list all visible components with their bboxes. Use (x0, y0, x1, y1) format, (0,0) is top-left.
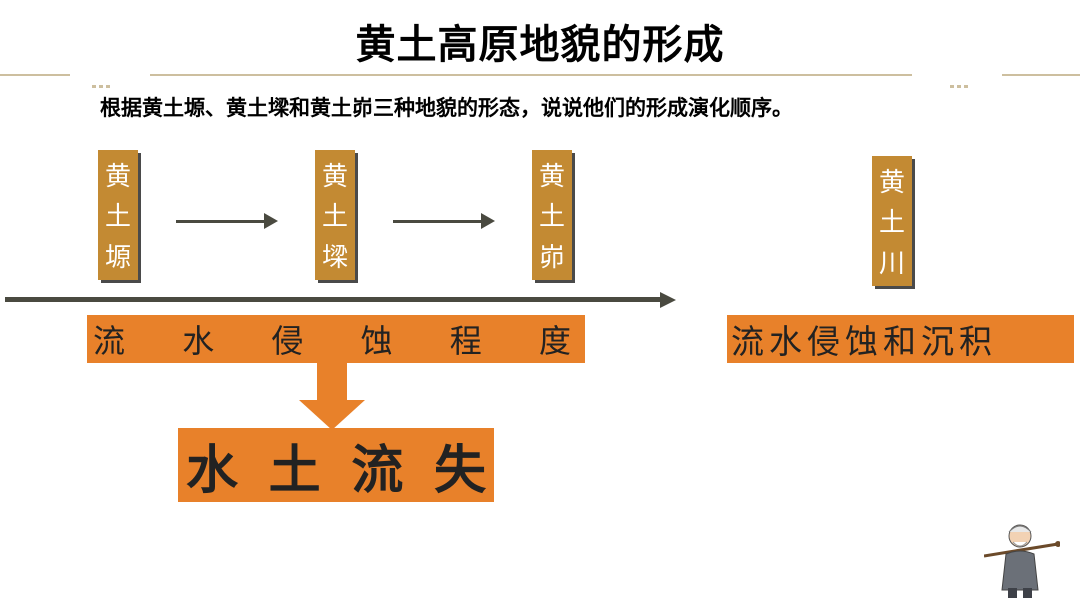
landform-char: 塬 (104, 243, 131, 274)
landform-char: 土 (878, 208, 905, 239)
label-char: 水 (182, 322, 215, 360)
question-text: 根据黄土塬、黄土墚和黄土峁三种地貌的形态，说说他们的形成演化顺序。 (100, 96, 793, 120)
landform-box-liang: 黄 土 墚 (315, 150, 355, 280)
landform-char: 黄 (104, 161, 131, 192)
landform-char: 黄 (538, 161, 565, 192)
landform-char: 峁 (538, 243, 565, 274)
landform-char: 土 (321, 202, 348, 233)
landform-char: 土 (104, 202, 131, 233)
label-char: 失 (433, 440, 486, 501)
landform-char: 黄 (321, 161, 348, 192)
label-char: 流 (351, 440, 404, 501)
landform-box-mao: 黄 土 峁 (532, 150, 572, 280)
title-rule-middle (150, 74, 912, 76)
erosion-deposition-label: 流水侵蚀和沉积 (727, 315, 1074, 363)
landform-char: 墚 (321, 243, 348, 274)
arrow-liang-to-mao-shaft (393, 220, 483, 223)
title-rule-dots-left (92, 73, 113, 88)
landform-char: 黄 (878, 167, 905, 198)
arrow-liang-to-mao-head (481, 213, 495, 229)
down-arrow-icon (299, 362, 365, 430)
label-char: 程 (449, 322, 482, 360)
landform-char: 川 (878, 249, 905, 280)
label-char: 侵 (271, 322, 304, 360)
landform-char: 土 (538, 202, 565, 233)
title-rule-dots-right (950, 73, 971, 88)
old-man-illustration (984, 524, 1060, 598)
label-char: 水 (186, 440, 239, 501)
label-char: 流 (93, 322, 126, 360)
soil-erosion-label: 水 土 流 失 (178, 428, 494, 502)
label-char: 土 (268, 440, 321, 501)
page-title: 黄土高原地貌的形成 (355, 22, 725, 68)
erosion-axis-head (660, 292, 676, 308)
title-rule-left (0, 74, 70, 76)
label-char: 蚀 (360, 322, 393, 360)
title-rule-right (1002, 74, 1080, 76)
arrow-yuan-to-liang-shaft (176, 220, 266, 223)
label-text: 流水侵蚀和沉积 (731, 322, 997, 361)
erosion-axis-shaft (5, 297, 661, 302)
arrow-yuan-to-liang-head (264, 213, 278, 229)
erosion-degree-label: 流 水 侵 蚀 程 度 (87, 315, 585, 363)
label-char: 度 (538, 322, 571, 360)
landform-box-chuan: 黄 土 川 (872, 156, 912, 286)
landform-box-yuan: 黄 土 塬 (98, 150, 138, 280)
